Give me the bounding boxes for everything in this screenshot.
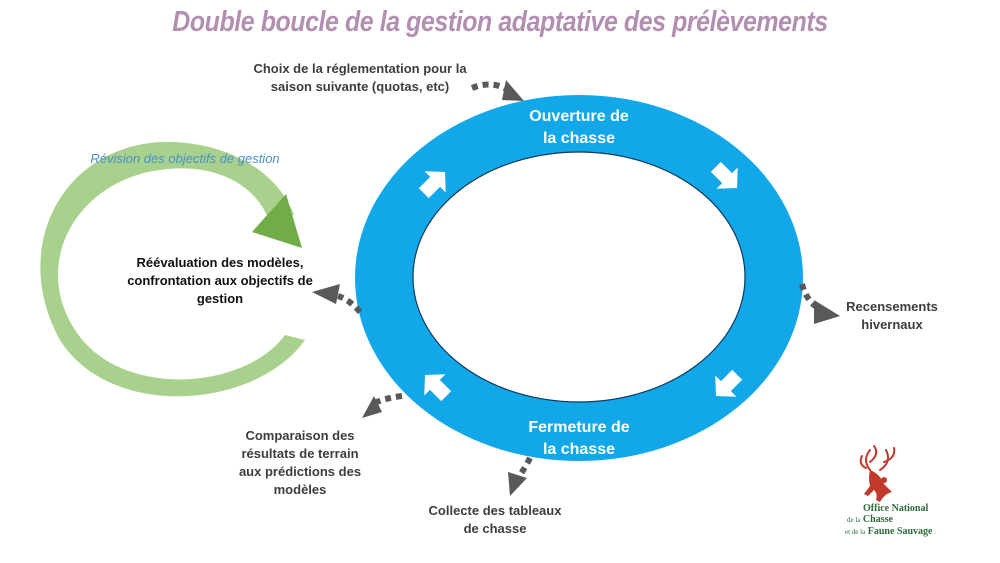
outer-loop-label: Révision des objectifs de gestion [90, 151, 280, 166]
dashed-arrowheads [312, 80, 840, 496]
step-recensements: Recensements hivernaux [846, 299, 938, 332]
dashed-arrow-reevaluation [336, 293, 363, 314]
step-collecte: Collecte des tableaux de chasse [428, 503, 562, 536]
oncfs-logo-text: Office National de la Chasse et de la Fa… [845, 503, 933, 537]
ring-label-closing: Fermeture de la chasse [528, 419, 630, 458]
outer-loop-arrowhead [252, 194, 302, 248]
oncfs-logo-icon [859, 445, 896, 502]
arrowhead-comparaison [362, 396, 382, 418]
ring-arrow-top-right [710, 161, 738, 189]
step-reevaluation: Réévaluation des modèles, confrontation … [127, 255, 313, 306]
dashed-arrow-comparaison [370, 393, 403, 407]
step-choix-reglementation: Choix de la réglementation pour la saiso… [253, 61, 467, 94]
ring-inner [412, 151, 746, 403]
arrowhead-reevaluation [312, 284, 340, 304]
ring-label-opening: Ouverture de la chasse [529, 108, 629, 147]
page-title: Double boucle de la gestion adaptative d… [172, 6, 828, 38]
dashed-arrow-collecte [515, 456, 533, 480]
ring-arrow-bottom-left [424, 374, 452, 402]
ring-arrow-bottom-right [715, 369, 743, 397]
ring-arrows [418, 161, 743, 402]
arrowhead-recensements [814, 300, 840, 324]
outer-loop [40, 141, 305, 397]
ring-arrow-top-left [418, 171, 446, 199]
hunting-cycle-ring [355, 95, 803, 461]
arrowhead-choix [502, 80, 524, 101]
dashed-arrows [336, 81, 820, 480]
step-comparaison: Comparaison des résultats de terrain aux… [238, 428, 362, 497]
arrowhead-collecte [508, 472, 527, 496]
